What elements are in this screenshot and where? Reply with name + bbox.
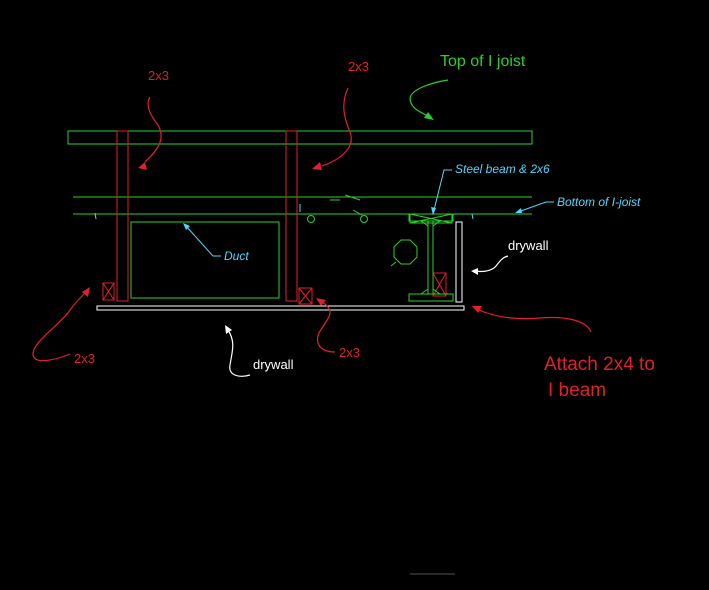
- label-block-left: 2x3: [74, 351, 95, 366]
- leader-block-left: [32, 292, 86, 362]
- drywall-ceiling: [96, 305, 465, 311]
- stud-left: [116, 130, 129, 302]
- arrowhead: [515, 208, 522, 213]
- steel-i-beam: [408, 213, 454, 302]
- leader-drywall-bottom: [227, 329, 251, 377]
- duct: [130, 221, 280, 299]
- fastener-circle: [360, 215, 368, 223]
- arrowhead: [225, 325, 232, 334]
- drywall-wall: [455, 221, 463, 303]
- leader-bottom-joist: [517, 201, 554, 213]
- arrowhead: [183, 223, 190, 230]
- label-steel-beam: Steel beam & 2x6: [455, 162, 550, 176]
- blocking-beam: [432, 272, 447, 297]
- leader-top-joist: [409, 79, 449, 117]
- tick-mark: [471, 213, 474, 220]
- arrowhead: [82, 287, 90, 297]
- blocking-right: [298, 287, 313, 305]
- beam-2x6-block: [409, 213, 453, 224]
- leader-stud-left: [144, 96, 162, 163]
- label-stud-right-top: 2x3: [348, 59, 369, 74]
- arrowhead: [471, 268, 478, 275]
- label-stud-left-top: 2x3: [148, 68, 169, 83]
- label-bottom-of-joist: Bottom of I-joist: [557, 195, 641, 209]
- fastener-circle: [307, 215, 315, 223]
- label-attach-line2: I beam: [548, 380, 606, 401]
- leader-drywall-right: [475, 255, 509, 273]
- arrowhead: [316, 298, 326, 306]
- arrowhead: [312, 162, 322, 170]
- leader-stud-right: [321, 87, 352, 167]
- leader-duct: [185, 225, 221, 257]
- arrowhead: [424, 112, 434, 120]
- arrowhead: [431, 207, 436, 215]
- label-drywall-bottom: drywall: [253, 357, 294, 372]
- fastener-hook: [344, 194, 361, 201]
- label-attach-line1: Attach 2x4 to: [544, 354, 655, 375]
- label-block-right: 2x3: [339, 345, 360, 360]
- label-top-of-joist: Top of I joist: [440, 53, 526, 70]
- blocking-left: [102, 282, 115, 301]
- i-joist-top-flange: [67, 130, 533, 145]
- arrowhead: [472, 306, 482, 313]
- tick-mark: [94, 212, 97, 220]
- arrowhead: [138, 162, 147, 170]
- label-drywall-right: drywall: [508, 238, 549, 253]
- fastener-hook: [352, 209, 363, 216]
- leader-block-right: [317, 301, 336, 353]
- pipe-octagon: [393, 239, 418, 265]
- pipe-leg: [390, 261, 397, 267]
- label-duct: Duct: [224, 249, 249, 263]
- leader-attach: [478, 309, 592, 333]
- stud-right: [285, 130, 298, 302]
- leader-steel-beam: [432, 169, 452, 215]
